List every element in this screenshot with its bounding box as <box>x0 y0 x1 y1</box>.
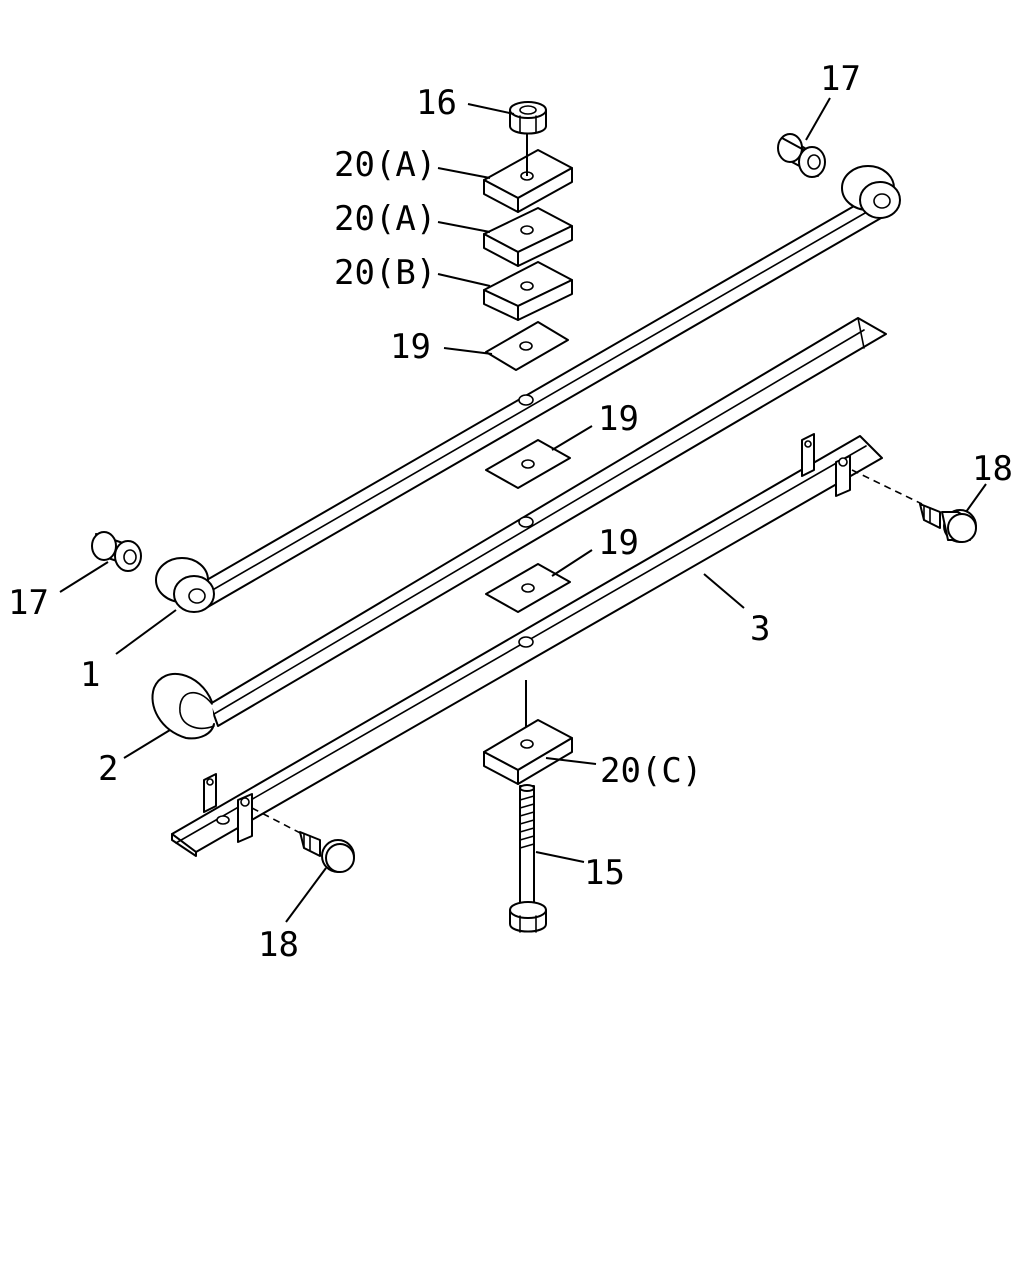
callout-17-left: 17 <box>8 583 49 623</box>
bushing-17-left <box>91 531 142 572</box>
bolt-18-left <box>251 807 355 873</box>
leaf-spring-3 <box>171 433 883 857</box>
callout-19-middle: 19 <box>598 399 639 439</box>
leaf-3-hole <box>518 636 534 648</box>
callout-18-right: 18 <box>972 449 1013 489</box>
callout-3: 3 <box>750 609 770 649</box>
callout-17-top: 17 <box>820 59 861 99</box>
plate-20a-second <box>483 207 573 267</box>
eye-right <box>841 165 901 219</box>
leaf-spring-1 <box>155 165 901 613</box>
plate-20b <box>483 261 573 321</box>
eye-2-left <box>151 672 215 740</box>
bushing-17-top <box>777 133 826 178</box>
callout-2: 2 <box>98 749 118 789</box>
pad-19-middle <box>485 439 571 489</box>
eye-left <box>155 557 215 613</box>
leader-lines <box>59 97 987 923</box>
center-bolt-15 <box>509 784 547 933</box>
callout-16: 16 <box>416 83 457 123</box>
callout-20a-first: 20(A) <box>334 145 436 185</box>
nut-16 <box>509 101 547 135</box>
callout-20c: 20(C) <box>600 751 702 791</box>
bolt-18-right <box>851 469 977 543</box>
callout-20a-second: 20(A) <box>334 199 436 239</box>
leaf-spring-2 <box>151 317 887 740</box>
leaf-2-hole <box>518 516 534 528</box>
callout-19-top: 19 <box>390 327 431 367</box>
center-hole <box>518 394 534 406</box>
clip-left <box>203 773 253 843</box>
callout-1: 1 <box>80 655 100 695</box>
callout-19-lower: 19 <box>598 523 639 563</box>
plate-20c <box>483 719 573 785</box>
pad-19-lower <box>485 563 571 613</box>
pad-19-top <box>485 321 569 371</box>
callout-20b: 20(B) <box>334 253 436 293</box>
callout-15: 15 <box>584 853 625 893</box>
callout-18-left: 18 <box>258 925 299 965</box>
clip-right <box>801 433 851 497</box>
